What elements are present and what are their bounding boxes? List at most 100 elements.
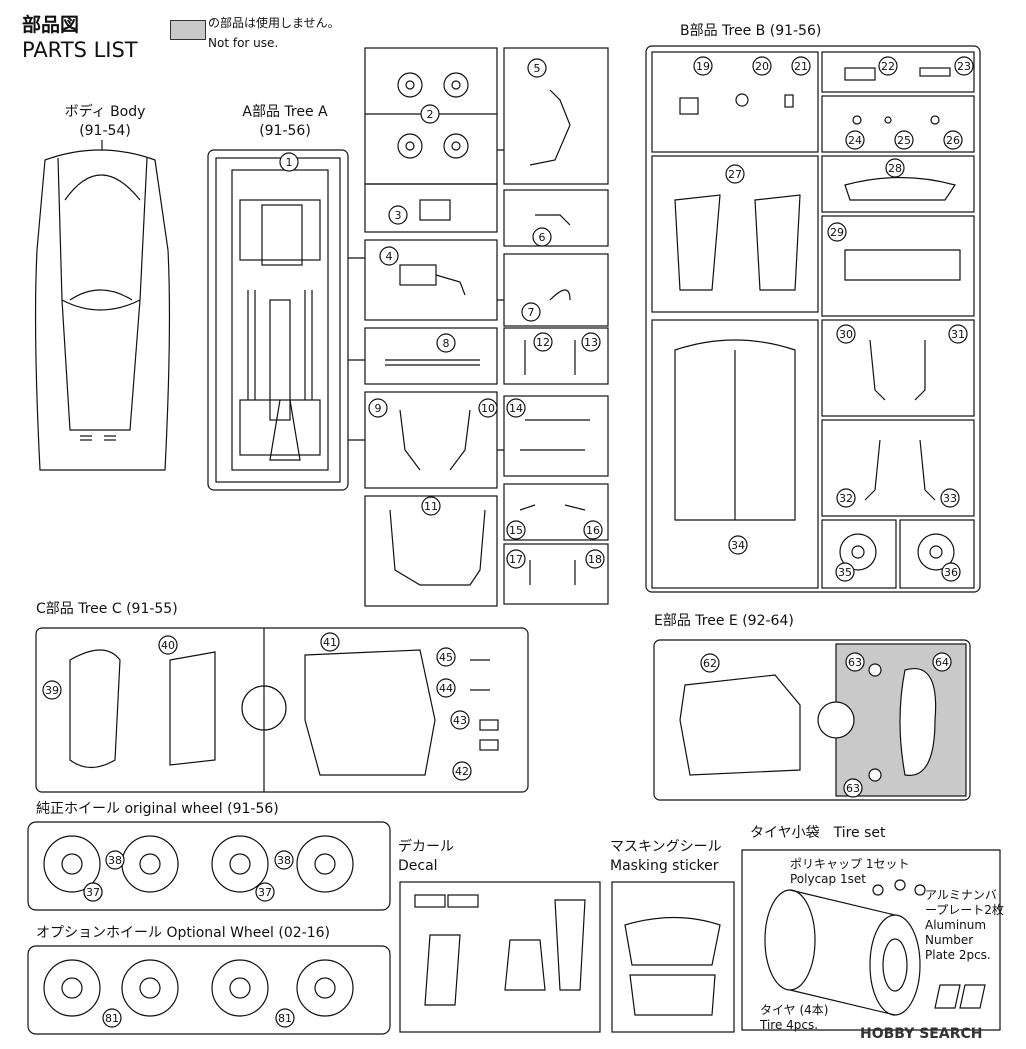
part-marker-22	[878, 56, 898, 76]
part-marker-28	[885, 158, 905, 178]
part-number-7: 7	[528, 306, 535, 319]
part-number-21: 21	[794, 60, 808, 73]
part-number-45: 45	[439, 651, 453, 664]
part-number-34: 34	[731, 539, 745, 552]
part-marker-38	[274, 850, 294, 870]
tree-b-parts	[674, 67, 961, 571]
part-number-81: 81	[105, 1012, 119, 1025]
part-number-1: 1	[286, 156, 293, 169]
original-wheels	[27, 821, 391, 911]
part-marker-44	[436, 678, 456, 698]
part-number-37: 37	[258, 886, 272, 899]
part-marker-17	[506, 549, 526, 569]
tree-b-label: B部品 Tree B (91-56)	[680, 23, 822, 39]
part-number-30: 30	[839, 328, 853, 341]
part-number-24: 24	[848, 134, 862, 147]
part-number-63: 63	[846, 782, 860, 795]
part-marker-3	[388, 205, 408, 225]
part-number-11: 11	[424, 500, 438, 513]
tire-label-en: Tire 4pcs.	[760, 1018, 819, 1032]
part-number-18: 18	[588, 553, 602, 566]
part-marker-5	[527, 58, 547, 78]
part-number-43: 43	[453, 714, 467, 727]
part-number-4: 4	[386, 250, 393, 263]
part-number-63: 63	[848, 656, 862, 669]
legend-en: Not for use.	[208, 36, 279, 50]
part-marker-19	[693, 56, 713, 76]
part-number-13: 13	[584, 336, 598, 349]
part-marker-16	[583, 520, 603, 540]
decal-label-jp: デカール	[398, 839, 454, 855]
part-marker-63	[845, 652, 865, 672]
part-marker-13	[581, 332, 601, 352]
part-number-5: 5	[534, 62, 541, 75]
part-number-32: 32	[839, 492, 853, 505]
part-marker-26	[943, 130, 963, 150]
part-marker-62	[700, 653, 720, 673]
part-marker-36	[941, 562, 961, 582]
part-number-8: 8	[443, 337, 450, 350]
part-marker-9	[368, 398, 388, 418]
part-number-19: 19	[696, 60, 710, 73]
tire-set-bag	[741, 849, 1001, 1031]
tire-label-jp: タイヤ (4本)	[760, 1003, 829, 1017]
page-title-en: PARTS LIST	[22, 38, 138, 62]
part-number-41: 41	[323, 636, 337, 649]
part-number-64: 64	[935, 656, 949, 669]
part-marker-20	[752, 56, 772, 76]
part-number-22: 22	[881, 60, 895, 73]
part-number-28: 28	[888, 162, 902, 175]
part-marker-33	[940, 488, 960, 508]
tree-a-code: (91-56)	[259, 123, 311, 139]
masking-label-jp: マスキングシール	[610, 839, 722, 855]
part-number-17: 17	[509, 553, 523, 566]
plate-label-en: Aluminum Number Plate 2pcs.	[925, 918, 991, 962]
part-number-44: 44	[439, 682, 453, 695]
part-marker-64	[932, 652, 952, 672]
decal-label-en: Decal	[398, 858, 438, 874]
part-marker-8	[436, 333, 456, 353]
part-number-62: 62	[703, 657, 717, 670]
tree-a-frame	[207, 149, 349, 491]
part-number-40: 40	[161, 639, 175, 652]
part-marker-35	[835, 562, 855, 582]
part-marker-37	[83, 882, 103, 902]
tree-a-label: A部品 Tree A	[242, 104, 328, 120]
part-marker-39	[42, 680, 62, 700]
part-marker-31	[948, 324, 968, 344]
part-number-31: 31	[951, 328, 965, 341]
part-marker-38	[105, 850, 125, 870]
part-number-23: 23	[957, 60, 971, 73]
part-marker-30	[836, 324, 856, 344]
part-number-26: 26	[946, 134, 960, 147]
decal-sheet	[399, 881, 601, 1033]
part-marker-18	[585, 549, 605, 569]
part-marker-40	[158, 635, 178, 655]
tree-e-frame	[653, 639, 971, 801]
optional-wheel-label: オプションホイール Optional Wheel (02-16)	[36, 925, 330, 941]
part-number-35: 35	[838, 566, 852, 579]
part-marker-29	[827, 222, 847, 242]
part-marker-15	[506, 520, 526, 540]
part-marker-23	[954, 56, 974, 76]
part-number-25: 25	[897, 134, 911, 147]
part-marker-63	[843, 778, 863, 798]
tree-a-parts	[385, 72, 590, 586]
part-marker-81	[102, 1008, 122, 1028]
part-number-37: 37	[86, 886, 100, 899]
part-marker-43	[450, 710, 470, 730]
part-number-16: 16	[586, 524, 600, 537]
part-number-12: 12	[536, 336, 550, 349]
part-marker-11	[421, 496, 441, 516]
tree-b-frame	[645, 45, 981, 593]
part-number-14: 14	[509, 402, 523, 415]
part-number-81: 81	[278, 1012, 292, 1025]
part-number-42: 42	[455, 765, 469, 778]
watermark: HOBBY SEARCH	[860, 1026, 983, 1042]
not-for-use-swatch	[170, 20, 206, 40]
part-marker-32	[836, 488, 856, 508]
tire-set-label: タイヤ小袋 Tire set	[750, 825, 886, 841]
part-number-20: 20	[755, 60, 769, 73]
